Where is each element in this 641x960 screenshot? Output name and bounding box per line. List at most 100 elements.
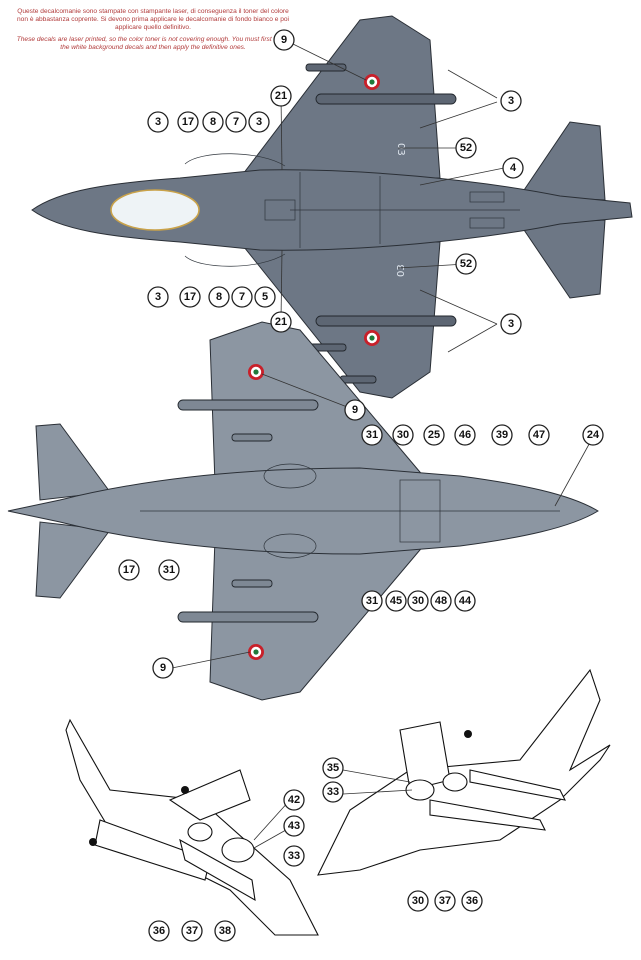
top-view-tailplane-upper <box>519 121 606 201</box>
svg-text:37: 37 <box>186 925 198 937</box>
callout-bottom-45: 45 <box>385 590 407 612</box>
callout-top-17b: 17 <box>179 286 201 308</box>
serial-lower-wing: 03 <box>396 264 407 277</box>
top-view-canopy <box>110 189 200 231</box>
callout-right-37: 37 <box>434 890 456 912</box>
svg-text:37: 37 <box>439 895 451 907</box>
callout-top-7a: 7 <box>225 111 247 133</box>
top-view-tailplane-lower <box>519 219 606 299</box>
svg-text:3: 3 <box>256 116 262 128</box>
decal-notice: Queste decalcomanie sono stampate con st… <box>12 8 294 55</box>
notice-english: These decals are laser printed, so the c… <box>16 35 290 51</box>
svg-text:25: 25 <box>428 429 440 441</box>
serial-upper-wing: 03 <box>395 143 406 156</box>
callout-bottom-31a: 31 <box>361 424 383 446</box>
callout-right-35: 35 <box>322 757 344 779</box>
svg-text:30: 30 <box>397 429 409 441</box>
callout-top-9: 9 <box>273 29 295 51</box>
svg-text:33: 33 <box>327 786 339 798</box>
svg-text:17: 17 <box>184 291 196 303</box>
callout-top-3c: 3 <box>248 111 270 133</box>
callout-top-3a: 3 <box>500 90 522 112</box>
callout-left-37: 37 <box>181 920 203 942</box>
svg-text:4: 4 <box>510 162 517 174</box>
svg-text:38: 38 <box>219 925 231 937</box>
aircraft-bottom-view <box>7 321 599 701</box>
callout-left-43: 43 <box>283 815 305 837</box>
callout-top-4: 4 <box>502 157 524 179</box>
roundel-bottom-upper <box>248 364 264 380</box>
svg-text:35: 35 <box>327 762 339 774</box>
svg-text:36: 36 <box>466 895 478 907</box>
svg-text:42: 42 <box>288 794 300 806</box>
bottom-view-tailplane-lower <box>35 521 111 599</box>
svg-text:36: 36 <box>153 925 165 937</box>
bottom-view-tailplane-upper <box>35 423 111 501</box>
callout-bottom-9b: 9 <box>152 657 174 679</box>
callout-bottom-9a: 9 <box>344 399 366 421</box>
svg-text:45: 45 <box>390 595 402 607</box>
callout-top-3d: 3 <box>147 286 169 308</box>
callout-top-8b: 8 <box>208 286 230 308</box>
callout-bottom-46: 46 <box>454 424 476 446</box>
callout-bottom-30a: 30 <box>392 424 414 446</box>
svg-text:44: 44 <box>459 595 472 607</box>
svg-text:30: 30 <box>412 895 424 907</box>
svg-text:3: 3 <box>155 291 161 303</box>
svg-text:8: 8 <box>210 116 216 128</box>
callout-bottom-31b: 31 <box>158 559 180 581</box>
callout-bottom-48: 48 <box>430 590 452 612</box>
svg-text:52: 52 <box>460 258 472 270</box>
callout-bottom-31c: 31 <box>361 590 383 612</box>
callout-top-21a: 21 <box>270 85 292 107</box>
callout-top-17a: 17 <box>177 111 199 133</box>
callout-left-38: 38 <box>214 920 236 942</box>
svg-text:5: 5 <box>262 291 268 303</box>
svg-text:9: 9 <box>281 34 287 46</box>
svg-text:7: 7 <box>233 116 239 128</box>
svg-text:46: 46 <box>459 429 471 441</box>
svg-text:43: 43 <box>288 820 300 832</box>
svg-text:30: 30 <box>412 595 424 607</box>
callout-top-5: 5 <box>254 286 276 308</box>
svg-text:9: 9 <box>160 662 166 674</box>
svg-text:39: 39 <box>496 429 508 441</box>
roundel-top-upper <box>364 74 380 90</box>
callout-right-30: 30 <box>407 890 429 912</box>
svg-text:21: 21 <box>275 316 287 328</box>
svg-text:31: 31 <box>163 564 175 576</box>
callout-left-33: 33 <box>283 845 305 867</box>
callout-bottom-17: 17 <box>118 559 140 581</box>
callout-bottom-25: 25 <box>423 424 445 446</box>
callout-top-7b: 7 <box>231 286 253 308</box>
svg-text:17: 17 <box>182 116 194 128</box>
svg-text:9: 9 <box>352 404 358 416</box>
roundel-top-lower <box>364 330 380 346</box>
svg-text:21: 21 <box>275 90 287 102</box>
svg-text:24: 24 <box>587 429 600 441</box>
svg-text:7: 7 <box>239 291 245 303</box>
callout-top-21b: 21 <box>270 311 292 333</box>
roundel-bottom-lower <box>248 644 264 660</box>
callout-top-8a: 8 <box>202 111 224 133</box>
aircraft-top-view: 03 03 <box>31 15 633 399</box>
svg-text:8: 8 <box>216 291 222 303</box>
callout-left-42: 42 <box>283 789 305 811</box>
callout-left-36: 36 <box>148 920 170 942</box>
aircraft-perspective-right <box>317 668 611 876</box>
callout-bottom-24: 24 <box>582 424 604 446</box>
callout-right-33: 33 <box>322 781 344 803</box>
svg-text:31: 31 <box>366 429 378 441</box>
svg-text:47: 47 <box>533 429 545 441</box>
aircraft-perspective-left <box>65 718 319 936</box>
callout-top-3e: 3 <box>500 313 522 335</box>
svg-text:17: 17 <box>123 564 135 576</box>
callout-top-52a: 52 <box>455 137 477 159</box>
svg-text:52: 52 <box>460 142 472 154</box>
callout-right-36: 36 <box>461 890 483 912</box>
notice-italian: Queste decalcomanie sono stampate con st… <box>17 8 289 32</box>
callout-top-3b: 3 <box>147 111 169 133</box>
svg-text:31: 31 <box>366 595 378 607</box>
callout-bottom-39: 39 <box>491 424 513 446</box>
callout-bottom-47: 47 <box>528 424 550 446</box>
